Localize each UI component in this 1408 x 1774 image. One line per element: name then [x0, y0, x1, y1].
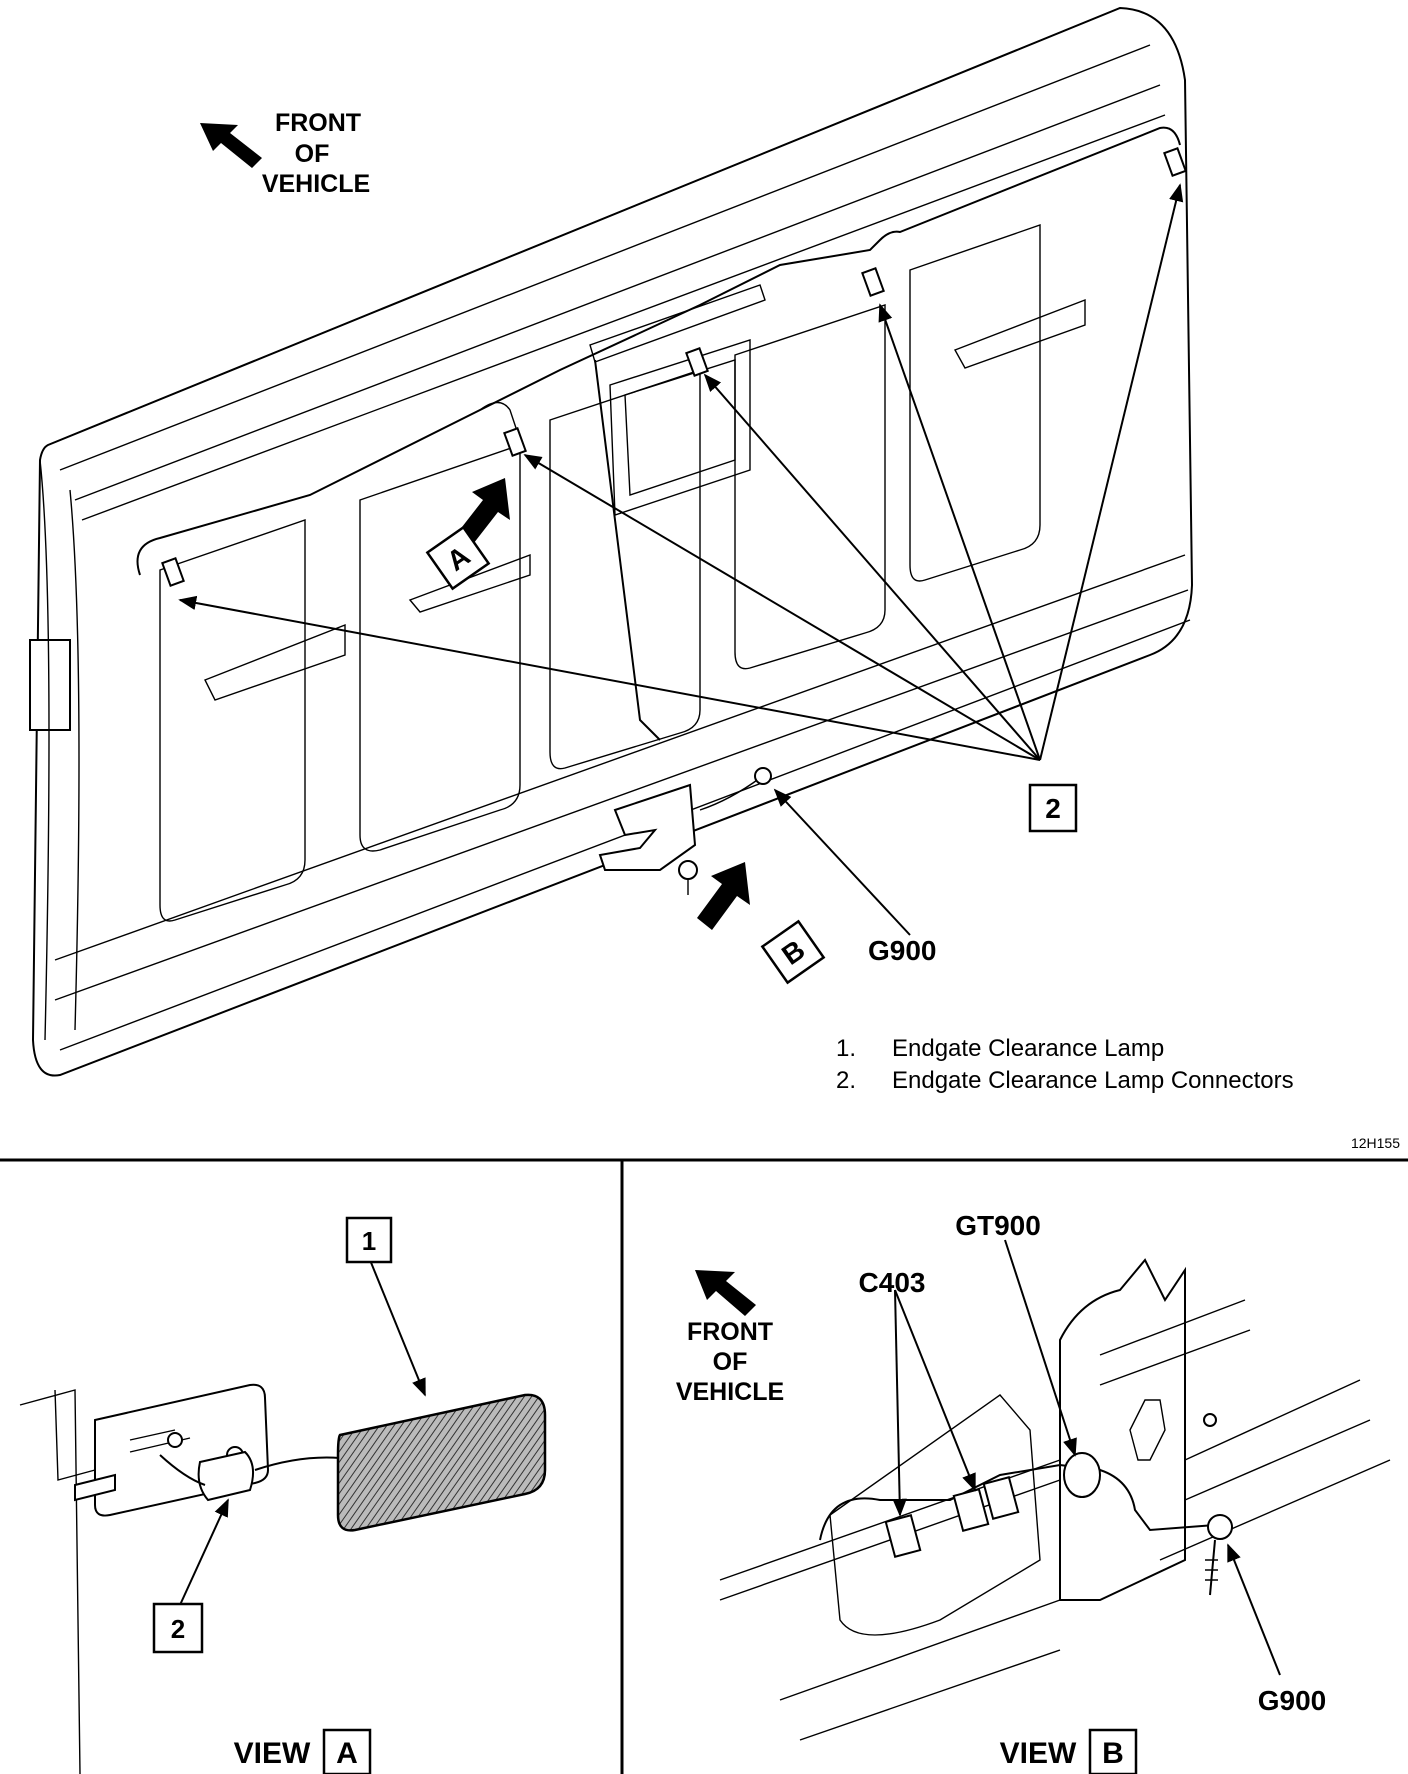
legend: 1. Endgate Clearance Lamp 2. Endgate Cle… [836, 1035, 1294, 1094]
view-b-detail: FRONT OF VEHICLE C403 GT900 G900 VIEW B [676, 1210, 1391, 1774]
view-b-g900-label: G900 [1258, 1685, 1327, 1716]
legend-item-2-text: Endgate Clearance Lamp Connectors [892, 1067, 1294, 1094]
legend-item-1-text: Endgate Clearance Lamp [892, 1035, 1164, 1062]
view-a-callout-2-number: 2 [171, 1614, 185, 1644]
view-b-title-box [1088, 1728, 1138, 1774]
c403-connector-2 [952, 1488, 990, 1532]
c403-label: C403 [859, 1267, 926, 1298]
view-b-front-line3: VEHICLE [676, 1378, 784, 1406]
c403-connector-3 [982, 1476, 1020, 1520]
arrow-up-left-icon [200, 123, 262, 168]
endgate-main-view: FRONT OF VEHICLE A B 2 G900 1. Endga [29, 6, 1400, 1151]
view-a-callout-2-box [152, 1602, 204, 1654]
connector-center-left [503, 427, 527, 457]
ground-eyelet [754, 767, 772, 785]
connector-right [861, 267, 885, 297]
connector-far-right [1163, 147, 1187, 177]
callout-2-box [1028, 783, 1078, 833]
view-direction-arrow-icon [697, 862, 750, 930]
ground-bolt [678, 860, 698, 880]
callout-2-leaders [178, 183, 1184, 936]
view-a-detail: 1 2 VIEW A [19, 1216, 547, 1774]
view-direction-arrow-icon [455, 478, 510, 548]
view-a-marker: A [425, 478, 510, 591]
front-of-vehicle-line1: FRONT [275, 109, 361, 137]
view-b-front-line2: OF [713, 1348, 748, 1376]
view-a-callout-1-box [345, 1216, 393, 1264]
c403-connector-1 [884, 1514, 922, 1558]
figure-id: 12H155 [1351, 1135, 1400, 1151]
view-a-title-box [322, 1728, 372, 1774]
mounting-screw [74, 1473, 116, 1502]
view-b-title-letter: B [1102, 1737, 1124, 1770]
connector-left [161, 557, 185, 587]
ground-g900-label: G900 [868, 935, 937, 966]
endgate-corner [1059, 1258, 1186, 1601]
endgate-panel [31, 6, 1194, 1077]
view-b-title: VIEW [1000, 1737, 1077, 1770]
view-b-marker: B [697, 862, 826, 985]
view-a-callout-1-number: 1 [362, 1226, 376, 1256]
legend-item-1-number: 1. [836, 1035, 856, 1062]
clearance-lamp-lens [336, 1393, 547, 1532]
gt900-label: GT900 [955, 1210, 1041, 1241]
g900-ground-bolt [1207, 1514, 1233, 1540]
view-b-front-line1: FRONT [687, 1318, 773, 1346]
lamp-connector [197, 1450, 255, 1502]
ground-bracket [598, 783, 697, 871]
legend-item-2-number: 2. [836, 1067, 856, 1094]
front-of-vehicle-line3: VEHICLE [262, 170, 370, 198]
endgate-hinge [29, 639, 71, 731]
view-a-title-letter: A [336, 1737, 358, 1770]
callout-2-number: 2 [1045, 793, 1061, 824]
arrow-up-left-icon [695, 1270, 756, 1316]
front-of-vehicle-line2: OF [295, 140, 330, 168]
view-a-title: VIEW [234, 1737, 311, 1770]
connector-center-right [685, 347, 709, 377]
gt900-grommet [1063, 1452, 1101, 1498]
